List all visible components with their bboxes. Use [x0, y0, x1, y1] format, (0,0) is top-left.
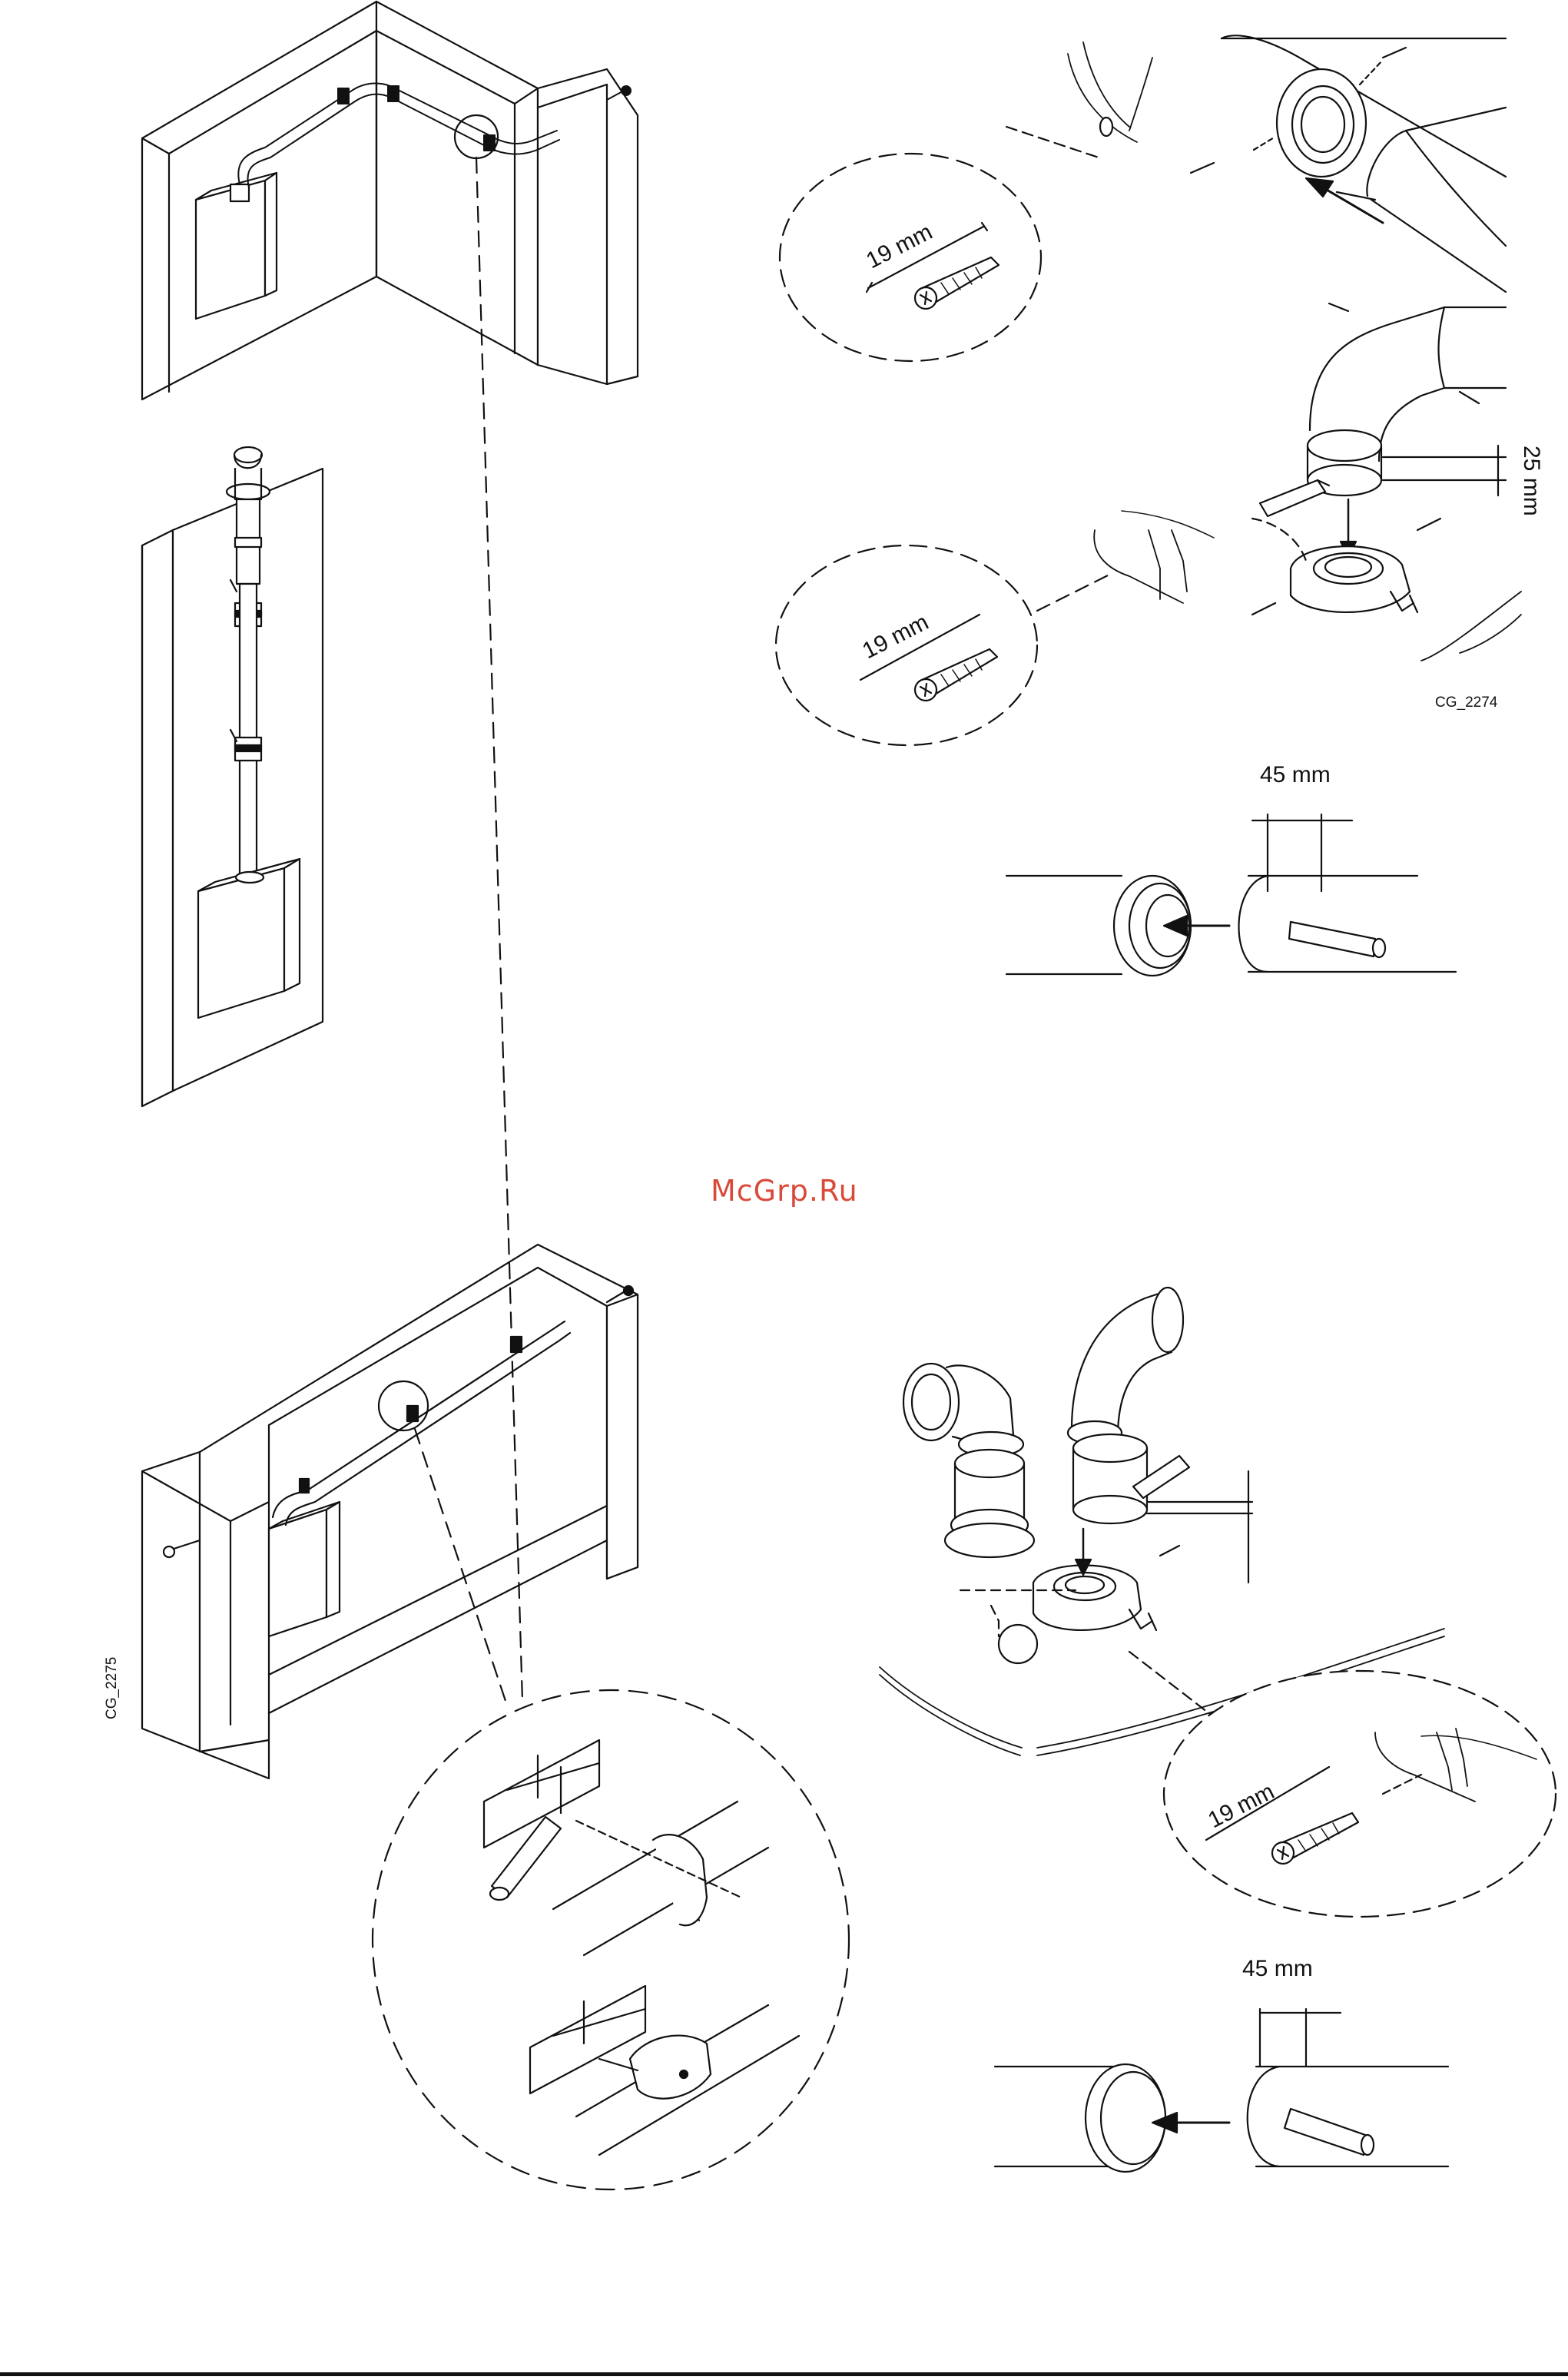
vertical-flue-installation [142, 447, 323, 1106]
screw-callout-2 [776, 545, 1114, 745]
adapter-flange-icon [1291, 546, 1417, 612]
figure-code-bottom: CG_2275 [104, 1657, 121, 1719]
elbow-pipe-icon [903, 1288, 1183, 1457]
pipe-cut-step-1 [1006, 814, 1456, 976]
bracket-detail-callout [373, 1690, 849, 2189]
pencil-icon [1260, 480, 1329, 516]
elbow-gap-label: 25 mm [1518, 446, 1544, 516]
figure-code-top: CG_2274 [1435, 694, 1497, 711]
pipe-cut-step-2 [995, 2009, 1448, 2172]
adapter-flange-icon [945, 1434, 1156, 1630]
screw-callout-1 [780, 154, 1041, 361]
footer-rule [0, 2372, 1568, 2376]
insertion-depth-label-1: 45 mm [1260, 762, 1331, 788]
boiler-icon [269, 1502, 340, 1636]
pencil-icon [1289, 922, 1385, 957]
corner-wall-installation [142, 2, 638, 399]
wall-corner-icon [142, 469, 323, 1106]
screw-callout-3 [1164, 1671, 1556, 1917]
terminal-assembly [1006, 35, 1506, 292]
watermark: McGrp.Ru [711, 1174, 858, 1208]
insertion-depth-label-2: 45 mm [1242, 1956, 1313, 1982]
detail-leader-line [476, 157, 522, 1702]
detail-callout-circle [379, 1381, 428, 1430]
elbow-assembly [1094, 303, 1521, 661]
pencil-icon [1285, 2109, 1374, 2155]
detail-leader-line [415, 1429, 507, 1705]
pencil-icon [1133, 1456, 1189, 1498]
